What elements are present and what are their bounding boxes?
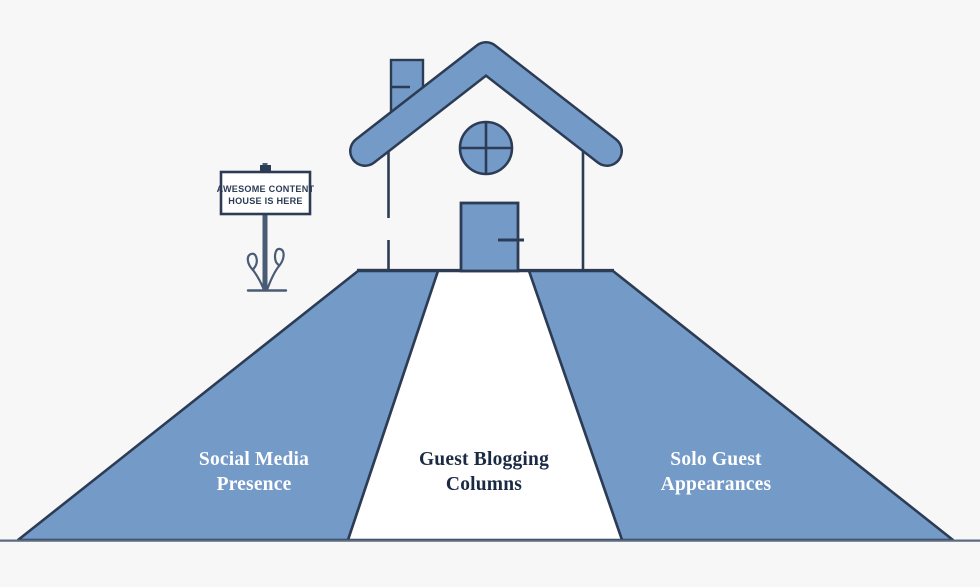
sign-line-1: AWESOME CONTENT: [217, 184, 315, 194]
house-group: [349, 41, 623, 273]
roof[interactable]: [349, 41, 623, 167]
sign-board[interactable]: [219, 170, 312, 216]
round-window[interactable]: [458, 120, 514, 176]
sign-top-tab: [260, 165, 271, 173]
sprout-right: [265, 247, 285, 292]
road-group: [0, 268, 980, 542]
sign-line-2: HOUSE IS HERE: [228, 196, 303, 206]
sprout-left: [246, 252, 266, 292]
front-door[interactable]: [459, 201, 524, 273]
yard-sign[interactable]: AWESOME CONTENT HOUSE IS HERE: [217, 163, 315, 292]
